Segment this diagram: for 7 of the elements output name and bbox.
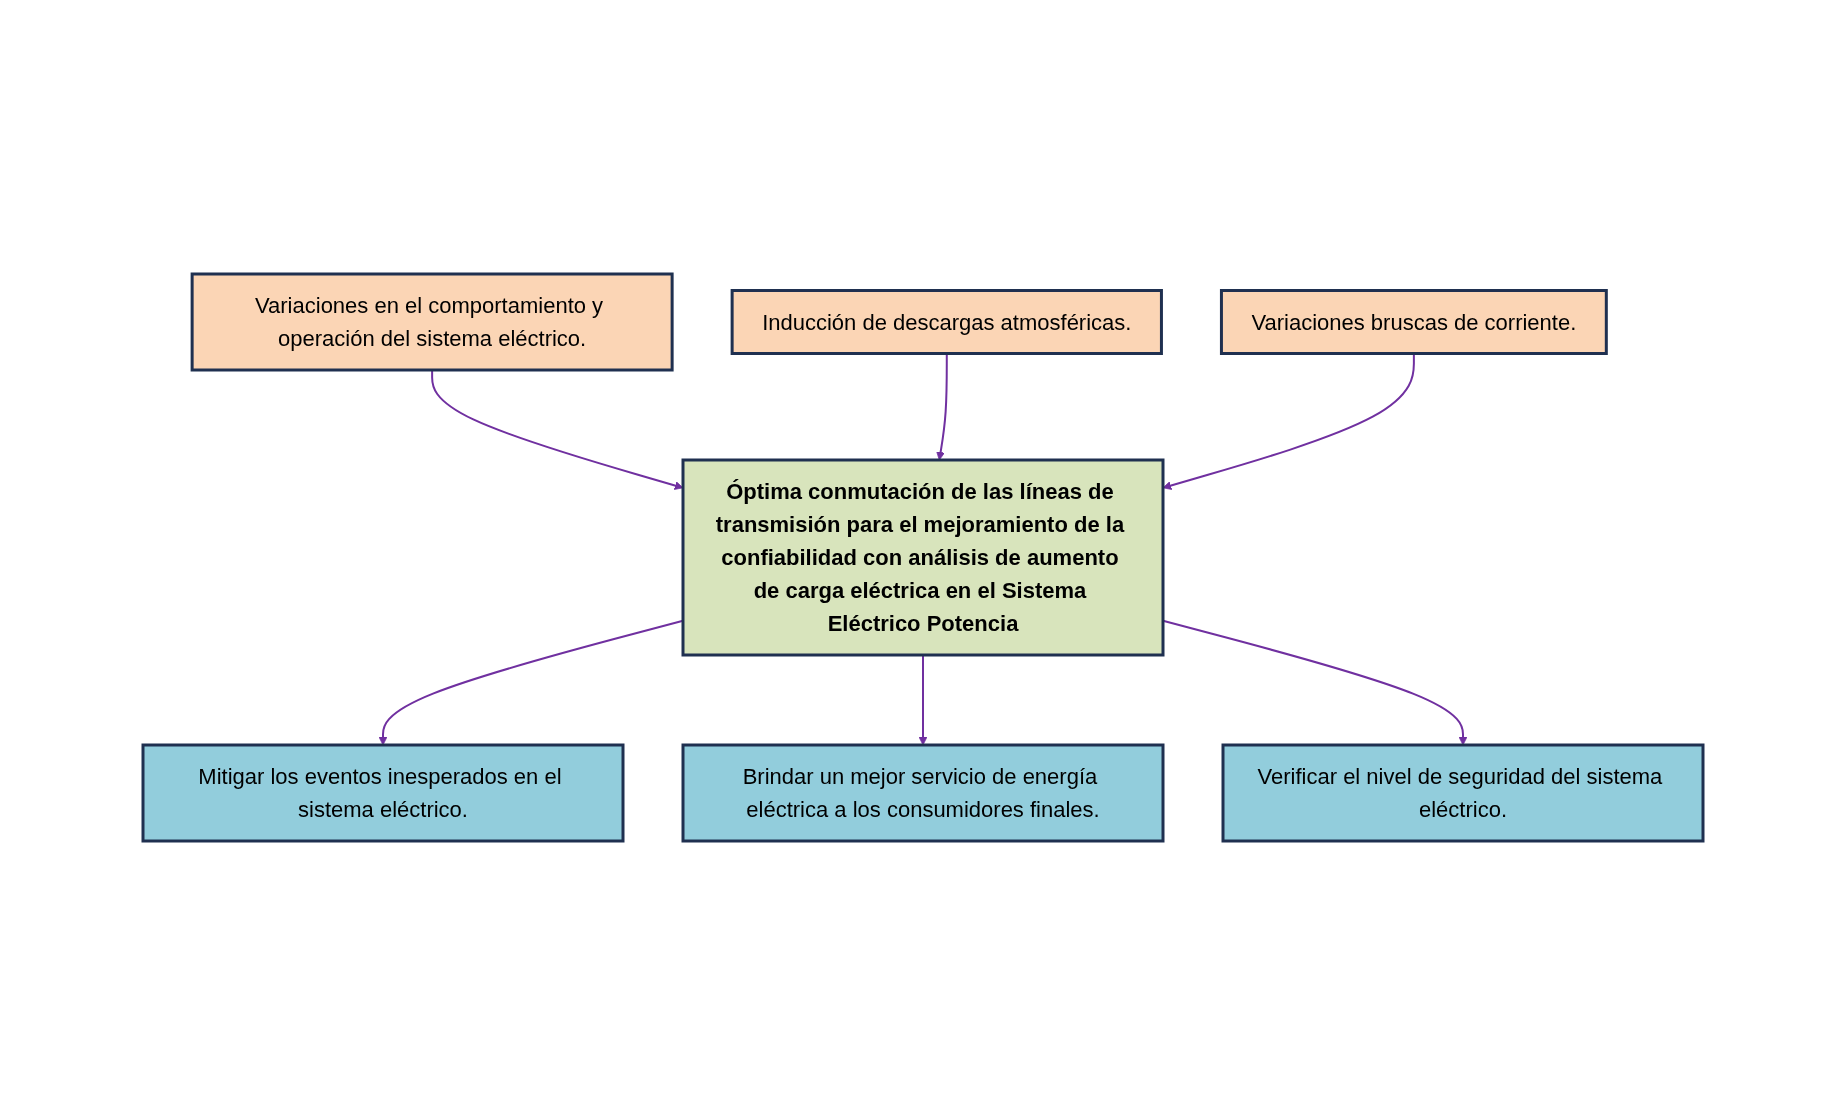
node-box: Brindar un mejor servicio de energía eléctrica a los consumidores finales. [681, 743, 1164, 843]
node-box: Mitigar los eventos inesperados en el sistema eléctrico. [141, 743, 624, 843]
node-box: Variaciones en el comportamiento y operación del sistema eléctrico. [190, 272, 674, 372]
node-box: Óptima conmutación de las líneas de transmisión para el mejoramiento de la confiabilidad con análisis de aumento de carga eléctrica en el Sistema Eléctrico Potencia [681, 458, 1164, 657]
node-box: Variaciones bruscas de corriente. [1219, 289, 1608, 355]
node-box: Verificar el nivel de seguridad del sistema eléctrico. [1221, 743, 1704, 843]
node-box: Inducción de descargas atmosféricas. [730, 289, 1163, 355]
